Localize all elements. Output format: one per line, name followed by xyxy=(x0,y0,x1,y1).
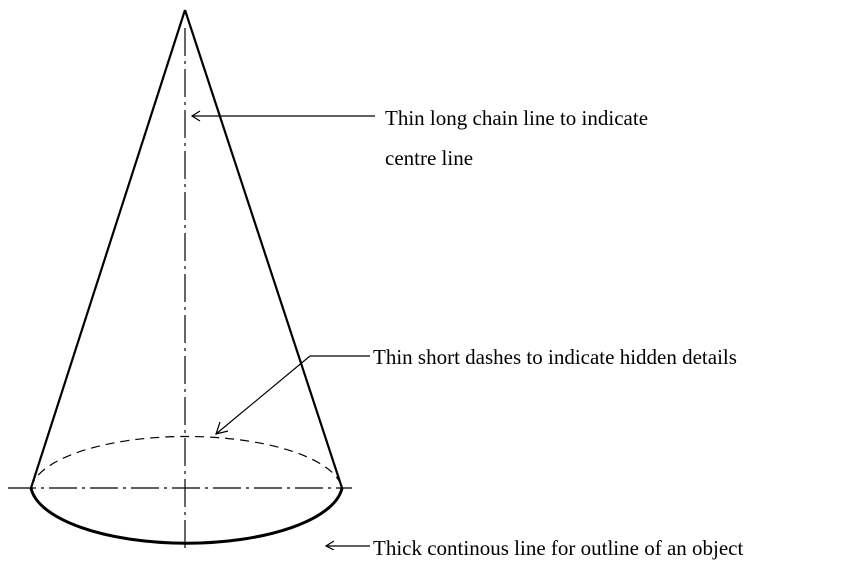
outline-label: Thick continous line for outline of an o… xyxy=(373,536,744,560)
cone-right-side xyxy=(183,9,344,489)
cone-left-side xyxy=(29,9,187,489)
base-hidden-back-edge xyxy=(30,435,343,489)
centre-line-label-continued: centre line xyxy=(385,146,474,170)
leader-outline xyxy=(324,540,370,550)
leader-centre-line xyxy=(190,110,375,122)
leader-hidden-details xyxy=(215,355,370,435)
base-visible-front-edge xyxy=(29,487,344,545)
hidden-details-label: Thin short dashes to indicate hidden det… xyxy=(373,345,737,369)
cone-line-types-diagram xyxy=(8,9,375,550)
centre-line-label: Thin long chain line to indicate xyxy=(385,106,649,130)
